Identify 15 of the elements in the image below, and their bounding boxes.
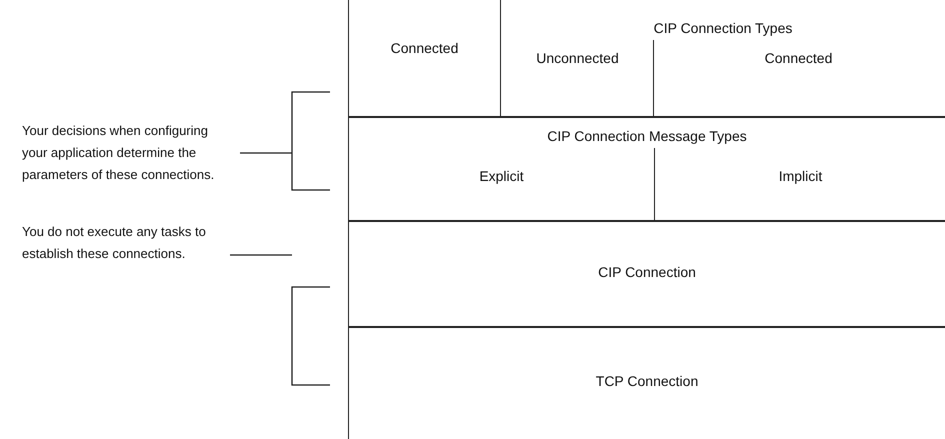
- layer-label: CIP Connection: [597, 264, 697, 280]
- layer-cell: [348, 118, 945, 222]
- layer-heading: CIP Connection Message Types: [546, 128, 748, 144]
- note-text: You do not execute any tasks to establish these connections.: [22, 223, 207, 263]
- layer-cell: [348, 0, 500, 118]
- layer-label: Connected: [390, 40, 460, 56]
- layer-cell: [348, 222, 945, 328]
- layer-heading: CIP Connection Types: [652, 20, 794, 36]
- note-text: Your decisions when configuring your application determine the parameters of these connections.: [22, 122, 216, 184]
- layer-label: Implicit: [778, 168, 824, 184]
- layer-label: TCP Connection: [594, 373, 700, 389]
- layer-cell: [500, 0, 945, 118]
- layer-label: Unconnected: [535, 50, 620, 66]
- layer-label: Connected: [764, 50, 834, 66]
- layer-label: Explicit: [478, 168, 525, 184]
